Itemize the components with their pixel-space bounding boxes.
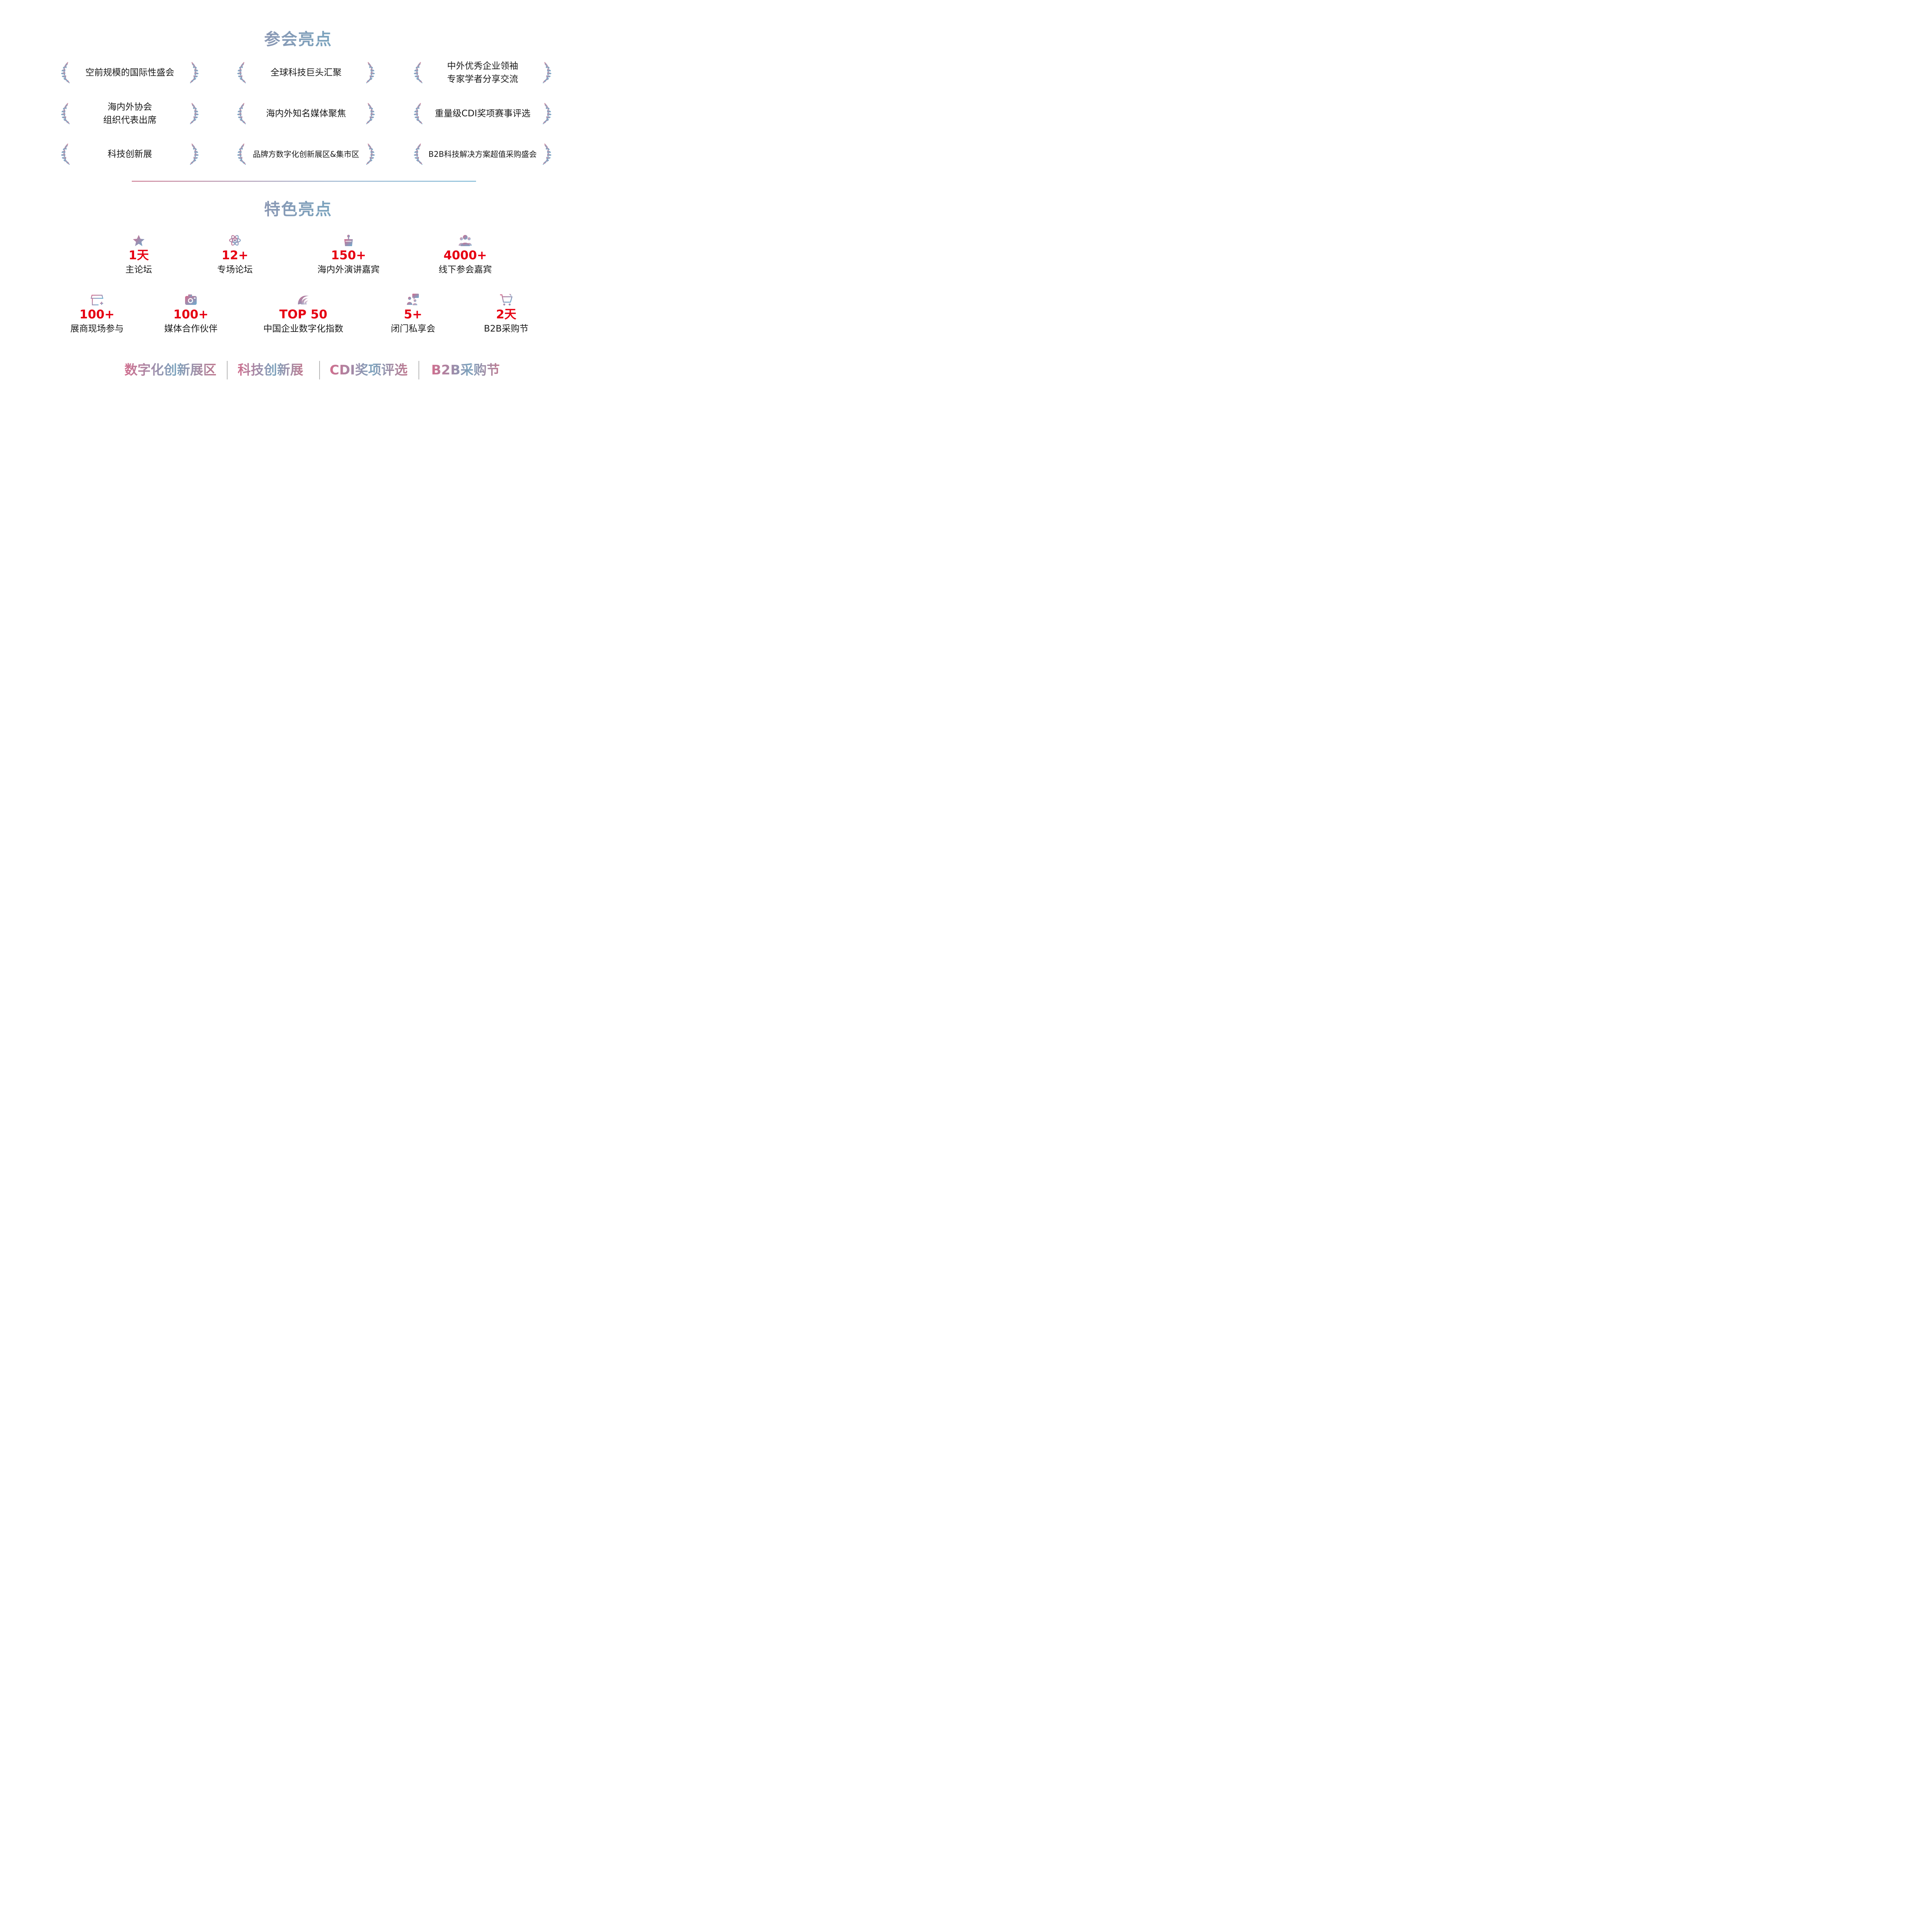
highlight-line: 全球科技巨头汇聚	[270, 68, 342, 78]
highlight-line: 重量级CDI奖项赛事评选	[435, 109, 531, 119]
laurel-right-icon	[541, 102, 552, 125]
stat-number: 2天	[496, 308, 517, 321]
stat-item: 150+ 海内外演讲嘉宾	[294, 234, 403, 276]
bottom-links-bar: 数字化创新展区 科技创新展 CDI奖项评选 B2B采购节	[0, 359, 596, 381]
laurel-right-icon	[364, 102, 376, 125]
stat-number: 5+	[404, 308, 422, 321]
stat-item: TOP 50 中国企业数字化指数	[249, 293, 357, 335]
stat-number: TOP 50	[279, 308, 328, 321]
highlight-item: 全球科技巨头汇聚	[236, 60, 376, 91]
laurel-left-icon	[60, 102, 72, 125]
stat-label: B2B采购节	[484, 324, 529, 334]
stat-item: 4000+ 线下参会嘉宾	[411, 234, 519, 276]
stat-label: 线下参会嘉宾	[439, 265, 492, 275]
highlight-text: B2B科技解决方案超值采购盛会	[425, 141, 541, 167]
highlight-item: 品牌方数字化创新展区&集市区	[236, 141, 376, 172]
stat-item: 12+ 专场论坛	[181, 234, 289, 276]
star-icon	[133, 235, 145, 246]
stat-label: 海内外演讲嘉宾	[317, 265, 380, 275]
cart-icon	[500, 294, 513, 306]
stat-label: 专场论坛	[217, 265, 253, 275]
stat-number: 12+	[221, 248, 248, 262]
highlight-text: 海内外知名媒体聚焦	[248, 101, 364, 126]
stat-number: 4000+	[443, 248, 487, 262]
highlight-text: 科技创新展	[72, 141, 188, 167]
stat-number: 150+	[331, 248, 366, 262]
booth-icon	[90, 294, 104, 306]
stat-label: 主论坛	[125, 265, 152, 275]
stat-label: 媒体合作伙伴	[164, 324, 218, 334]
wave-icon	[298, 296, 309, 304]
highlight-line: 海内外知名媒体聚焦	[266, 109, 346, 119]
separator	[227, 361, 228, 379]
laurel-left-icon	[236, 143, 248, 165]
laurel-right-icon	[541, 61, 552, 84]
atom-icon	[229, 235, 241, 246]
highlight-line: 专家学者分享交流	[447, 74, 518, 84]
highlight-text: 重量级CDI奖项赛事评选	[425, 101, 541, 126]
stat-item: 2天 B2B采购节	[452, 293, 560, 335]
laurel-right-icon	[541, 143, 552, 165]
highlight-text: 全球科技巨头汇聚	[248, 60, 364, 85]
chat-group-icon	[407, 294, 419, 305]
laurel-left-icon	[60, 143, 72, 165]
highlight-item: 海内外知名媒体聚焦	[236, 101, 376, 132]
stat-item: 5+ 闭门私享会	[359, 293, 467, 335]
stat-item: 100+ 媒体合作伙伴	[137, 293, 245, 335]
highlight-item: B2B科技解决方案超值采购盛会	[413, 141, 552, 172]
laurel-right-icon	[188, 143, 199, 165]
section-divider	[132, 181, 476, 182]
highlight-line: 海内外协会	[107, 102, 152, 112]
laurel-left-icon	[413, 61, 425, 84]
link-tech-exhibition[interactable]: 科技创新展	[238, 359, 303, 381]
camera-icon	[185, 294, 197, 305]
highlights-title: 参会亮点	[0, 26, 596, 50]
highlight-text: 空前规模的国际性盛会	[72, 60, 188, 85]
stat-item: 100+ 展商现场参与	[43, 293, 151, 335]
link-digital-exhibition[interactable]: 数字化创新展区	[124, 359, 216, 381]
podium-icon	[344, 235, 353, 246]
link-cdi-awards[interactable]: CDI奖项评选	[330, 359, 408, 381]
laurel-left-icon	[60, 61, 72, 84]
stat-label: 展商现场参与	[70, 324, 124, 334]
stat-label: 闭门私享会	[391, 324, 435, 334]
highlight-item: 科技创新展	[60, 141, 199, 172]
highlight-line: 中外优秀企业领袖	[447, 61, 518, 71]
highlight-text: 海内外协会组织代表出席	[72, 101, 188, 126]
highlight-line: 品牌方数字化创新展区&集市区	[253, 150, 359, 159]
highlight-line: 科技创新展	[107, 149, 152, 159]
highlight-item: 重量级CDI奖项赛事评选	[413, 101, 552, 132]
laurel-right-icon	[188, 61, 199, 84]
link-b2b-procurement[interactable]: B2B采购节	[431, 359, 500, 381]
stat-number: 1天	[128, 248, 149, 262]
stat-item: 1天主论坛	[85, 234, 193, 276]
laurel-left-icon	[413, 143, 425, 165]
highlight-line: 组织代表出席	[103, 115, 156, 125]
stat-number: 100+	[173, 308, 209, 321]
people-icon	[459, 235, 472, 246]
highlight-line: 空前规模的国际性盛会	[85, 68, 174, 78]
laurel-right-icon	[188, 102, 199, 125]
separator	[418, 361, 419, 379]
stat-number: 100+	[79, 308, 115, 321]
highlight-line: B2B科技解决方案超值采购盛会	[428, 150, 537, 159]
highlight-item: 海内外协会组织代表出席	[60, 101, 199, 132]
laurel-right-icon	[364, 61, 376, 84]
features-title: 特色亮点	[0, 196, 596, 220]
laurel-right-icon	[364, 143, 376, 165]
highlight-text: 中外优秀企业领袖专家学者分享交流	[425, 60, 541, 85]
separator	[319, 361, 320, 379]
stat-label: 中国企业数字化指数	[263, 324, 344, 334]
highlight-text: 品牌方数字化创新展区&集市区	[248, 141, 364, 167]
highlight-item: 中外优秀企业领袖专家学者分享交流	[413, 60, 552, 91]
laurel-left-icon	[413, 102, 425, 125]
laurel-left-icon	[236, 102, 248, 125]
highlight-item: 空前规模的国际性盛会	[60, 60, 199, 91]
laurel-left-icon	[236, 61, 248, 84]
